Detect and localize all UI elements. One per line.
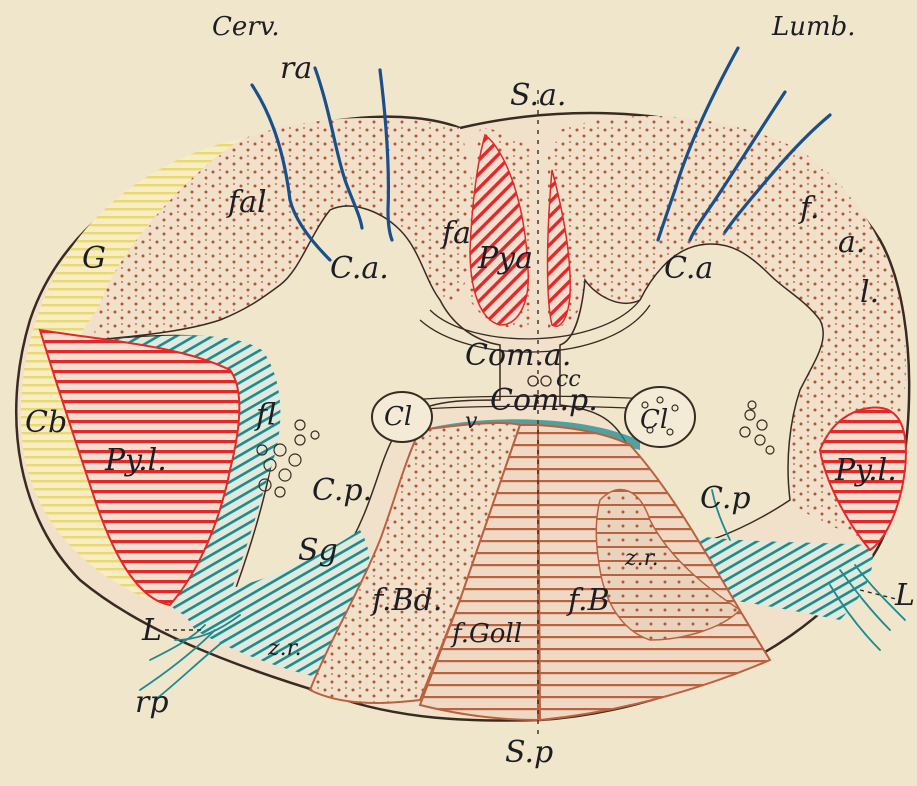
label-cb: Cb bbox=[25, 405, 67, 440]
label-sp: S.p bbox=[505, 735, 553, 770]
label-sa: S.a. bbox=[510, 78, 566, 113]
label-l-right-edge: L bbox=[894, 578, 915, 613]
label-fb: f.B bbox=[566, 583, 610, 618]
label-l-left: L bbox=[141, 613, 162, 648]
label-fgoll: f.Goll bbox=[450, 619, 522, 649]
label-l-right: l. bbox=[860, 275, 879, 310]
label-g: G bbox=[82, 241, 106, 276]
label-rp: rp bbox=[135, 685, 169, 720]
label-v: v bbox=[465, 409, 478, 434]
label-fal: fal bbox=[226, 185, 267, 220]
label-cp-left: C.p. bbox=[312, 473, 372, 508]
label-com-p: Com.p. bbox=[490, 383, 598, 418]
label-a-right: a. bbox=[838, 225, 865, 260]
label-cerv: Cerv. bbox=[212, 12, 280, 42]
label-cl-right: Cl bbox=[640, 405, 668, 435]
label-f-right: f. bbox=[798, 191, 820, 226]
label-zr-right: z.r. bbox=[624, 546, 659, 571]
label-fl: fl bbox=[254, 398, 276, 433]
label-pyl-right: Py.l. bbox=[834, 453, 897, 488]
label-fa: fa bbox=[440, 216, 471, 251]
label-pya: Pya bbox=[477, 241, 533, 276]
label-ca-right: C.a bbox=[664, 251, 713, 286]
label-ra: ra bbox=[280, 51, 312, 86]
label-zr-left: z.r. bbox=[267, 636, 302, 661]
label-fbd: f.Bd. bbox=[370, 583, 442, 618]
label-cl-left: Cl bbox=[384, 402, 412, 432]
label-ca-left: C.a. bbox=[330, 251, 389, 286]
label-cp-right: C.p bbox=[700, 481, 751, 516]
label-lumb: Lumb. bbox=[771, 12, 856, 42]
label-pyl-left: Py.l. bbox=[104, 443, 167, 478]
label-sg: Sg bbox=[298, 533, 338, 568]
